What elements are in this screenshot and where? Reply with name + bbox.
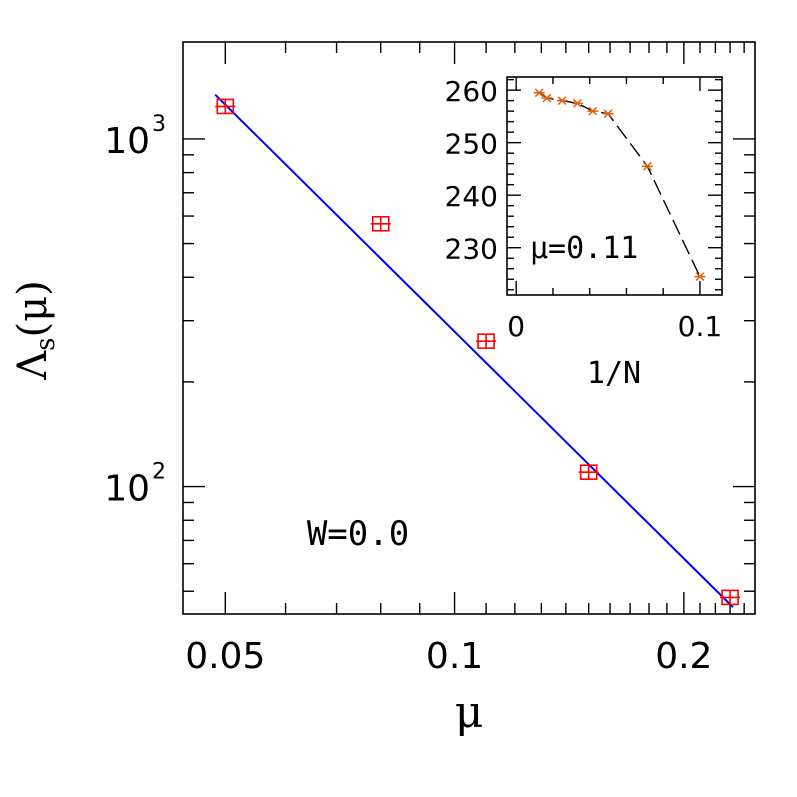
- y-tick-exponent: 3: [152, 112, 166, 137]
- x-tick-label: 0.1: [426, 636, 483, 677]
- data-point: [476, 333, 497, 349]
- star-marker: [573, 98, 582, 108]
- inset-y-tick-label: 240: [445, 180, 498, 213]
- inset-x-tick-label: 0: [507, 310, 525, 343]
- inset-annotation: μ=0.11: [530, 231, 638, 266]
- data-point: [370, 215, 391, 232]
- y-axis-label: Λs(μ): [10, 280, 61, 380]
- data-point: [578, 464, 599, 480]
- y-tick-label: 10: [104, 121, 150, 162]
- inset-y-tick-label: 260: [445, 75, 498, 108]
- inset-data-point: [641, 161, 653, 171]
- inset-frame: [506, 76, 723, 296]
- annotation-W: W=0.0: [307, 514, 409, 554]
- x-axis-label: μ: [455, 687, 484, 738]
- inset-x-axis-label: 1/N: [587, 356, 641, 391]
- y-axis-label-text: Λs(μ): [10, 280, 61, 380]
- inset-y-tick-label: 250: [445, 128, 498, 161]
- x-tick-label: 0.2: [655, 636, 712, 677]
- star-marker: [542, 93, 552, 103]
- inset-plot: 230 240 250 260 0 0.1 1/N μ=0.11: [445, 75, 723, 391]
- inset-data-point: [602, 109, 614, 119]
- data-point: [720, 589, 741, 606]
- star-marker: [534, 88, 544, 98]
- star-marker: [603, 109, 613, 119]
- data-point: [215, 98, 236, 115]
- star-marker: [557, 96, 567, 106]
- inset-data-point: [587, 106, 599, 116]
- main-plot-frame: [182, 41, 756, 615]
- fit-line: [214, 94, 734, 608]
- star-marker: [695, 272, 705, 281]
- inset-y-tick-label: 230: [445, 233, 498, 266]
- y-tick-label: 10: [104, 469, 150, 510]
- inset-x-tick-label: 0.1: [678, 310, 723, 343]
- inset-data-point: [694, 272, 706, 281]
- star-marker: [643, 161, 652, 171]
- x-tick-label: 0.05: [185, 636, 265, 677]
- inset-data-point: [556, 96, 568, 106]
- inset-data-point: [541, 93, 553, 103]
- star-marker: [588, 106, 598, 116]
- y-tick-exponent: 2: [152, 460, 166, 485]
- inset-data-point: [571, 98, 583, 108]
- inset-data-point: [533, 88, 545, 98]
